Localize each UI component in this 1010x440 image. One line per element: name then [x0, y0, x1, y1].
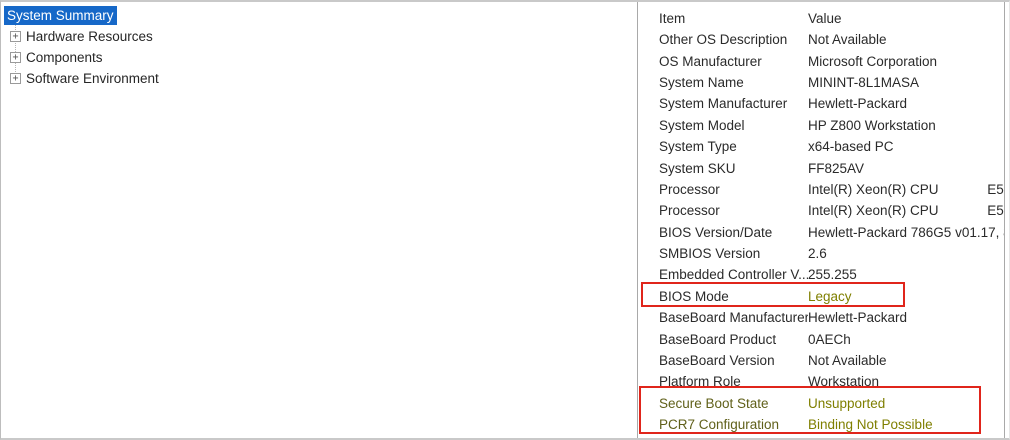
details-row[interactable]: PCR7 Configuration Binding Not Possible [659, 414, 1004, 435]
item-cell: BIOS Version/Date [659, 224, 773, 240]
value-cell: FF825AV [808, 160, 865, 176]
details-row[interactable]: OS Manufacturer Microsoft Corporation [659, 50, 1004, 71]
item-cell: System Model [659, 117, 745, 133]
value-cell: Not Available [808, 353, 887, 369]
details-row[interactable]: System SKU FF825AV [659, 157, 1004, 178]
item-cell: Processor [659, 203, 720, 219]
item-cell: BIOS Mode [659, 288, 729, 304]
details-row[interactable]: Secure Boot State Unsupported [659, 393, 1004, 414]
details-row[interactable]: SMBIOS Version 2.6 [659, 243, 1004, 264]
details-row[interactable]: Other OS Description Not Available [659, 29, 1004, 50]
details-row[interactable]: System Manufacturer Hewlett-Packard [659, 93, 1004, 114]
details-row[interactable]: System Type x64-based PC [659, 136, 1004, 157]
details-row[interactable]: Embedded Controller V... 255.255 [659, 264, 1004, 285]
pane-splitter[interactable] [638, 2, 648, 438]
tree-item-label: Hardware Resources [26, 29, 153, 44]
tree-item-label: Software Environment [26, 71, 159, 86]
details-row[interactable]: Processor Intel(R) Xeon(R) CPU E5506 [659, 200, 1004, 221]
details-row[interactable]: BaseBoard Version Not Available [659, 350, 1004, 371]
item-cell: System SKU [659, 160, 736, 176]
details-row[interactable]: BIOS Version/Date Hewlett-Packard 786G5 … [659, 222, 1004, 243]
column-header-item: Item [659, 10, 686, 26]
tree-item-software-environment[interactable]: + Software Environment [1, 68, 637, 89]
item-cell: System Type [659, 139, 737, 155]
expand-plus-icon[interactable]: + [10, 52, 21, 63]
value-cell: 2.6 [808, 246, 827, 262]
item-cell: Platform Role [659, 374, 741, 390]
details-row[interactable]: Platform Role Workstation [659, 371, 1004, 392]
details-row[interactable]: System Model HP Z800 Workstation [659, 115, 1004, 136]
value-cell: Microsoft Corporation [808, 53, 938, 69]
item-cell: Processor [659, 181, 720, 197]
item-cell: PCR7 Configuration [659, 417, 780, 433]
item-cell: BaseBoard Manufacturer [659, 310, 808, 326]
value-cell: 255.255 [808, 267, 857, 283]
item-cell: System Manufacturer [659, 96, 788, 112]
value-cell: x64-based PC [808, 139, 894, 155]
tree-item-label: Components [26, 50, 103, 65]
value-cell: Hewlett-Packard [808, 310, 908, 326]
details-list-pane: Item Value Other OS Description Not Avai… [648, 2, 1005, 438]
value-cell: 0AECh [808, 331, 851, 347]
value-cell: Not Available [808, 32, 887, 48]
item-cell: BaseBoard Version [659, 353, 775, 369]
value-cell: Legacy [808, 288, 852, 304]
column-header-value: Value [808, 10, 842, 26]
value-cell: Unsupported [808, 395, 886, 411]
details-header-row: Item Value [659, 7, 1004, 29]
details-row[interactable]: BaseBoard Product 0AECh [659, 328, 1004, 349]
expand-plus-icon[interactable]: + [10, 73, 21, 84]
category-tree-pane: System Summary + Hardware Resources + Co… [1, 2, 638, 438]
details-row[interactable]: BIOS Mode Legacy [659, 286, 1004, 307]
item-cell: Embedded Controller V... [659, 267, 808, 283]
item-cell: Secure Boot State [659, 395, 769, 411]
details-row[interactable]: System Name MININT-8L1MASA [659, 72, 1004, 93]
value-cell: Intel(R) Xeon(R) CPU E5506 [808, 203, 1004, 219]
value-cell: Binding Not Possible [808, 417, 933, 433]
tree-item-hardware-resources[interactable]: + Hardware Resources [1, 26, 637, 47]
value-cell: Intel(R) Xeon(R) CPU E5506 [808, 181, 1004, 197]
tree-item-label: System Summary [4, 6, 117, 25]
value-cell: MININT-8L1MASA [808, 74, 920, 90]
expand-plus-icon[interactable]: + [10, 31, 21, 42]
value-cell: HP Z800 Workstation [808, 117, 936, 133]
item-cell: Other OS Description [659, 32, 788, 48]
tree-item-components[interactable]: + Components [1, 47, 637, 68]
value-cell: Workstation [808, 374, 880, 390]
tree-item-system-summary[interactable]: System Summary [1, 5, 637, 26]
item-cell: System Name [659, 74, 744, 90]
details-row[interactable]: BaseBoard Manufacturer Hewlett-Packard [659, 307, 1004, 328]
value-cell: Hewlett-Packard [808, 96, 908, 112]
item-cell: OS Manufacturer [659, 53, 762, 69]
details-row[interactable]: Processor Intel(R) Xeon(R) CPU E5506 [659, 179, 1004, 200]
item-cell: BaseBoard Product [659, 331, 777, 347]
item-cell: SMBIOS Version [659, 246, 761, 262]
value-cell: Hewlett-Packard 786G5 v01.17, 8/ [808, 224, 1004, 240]
